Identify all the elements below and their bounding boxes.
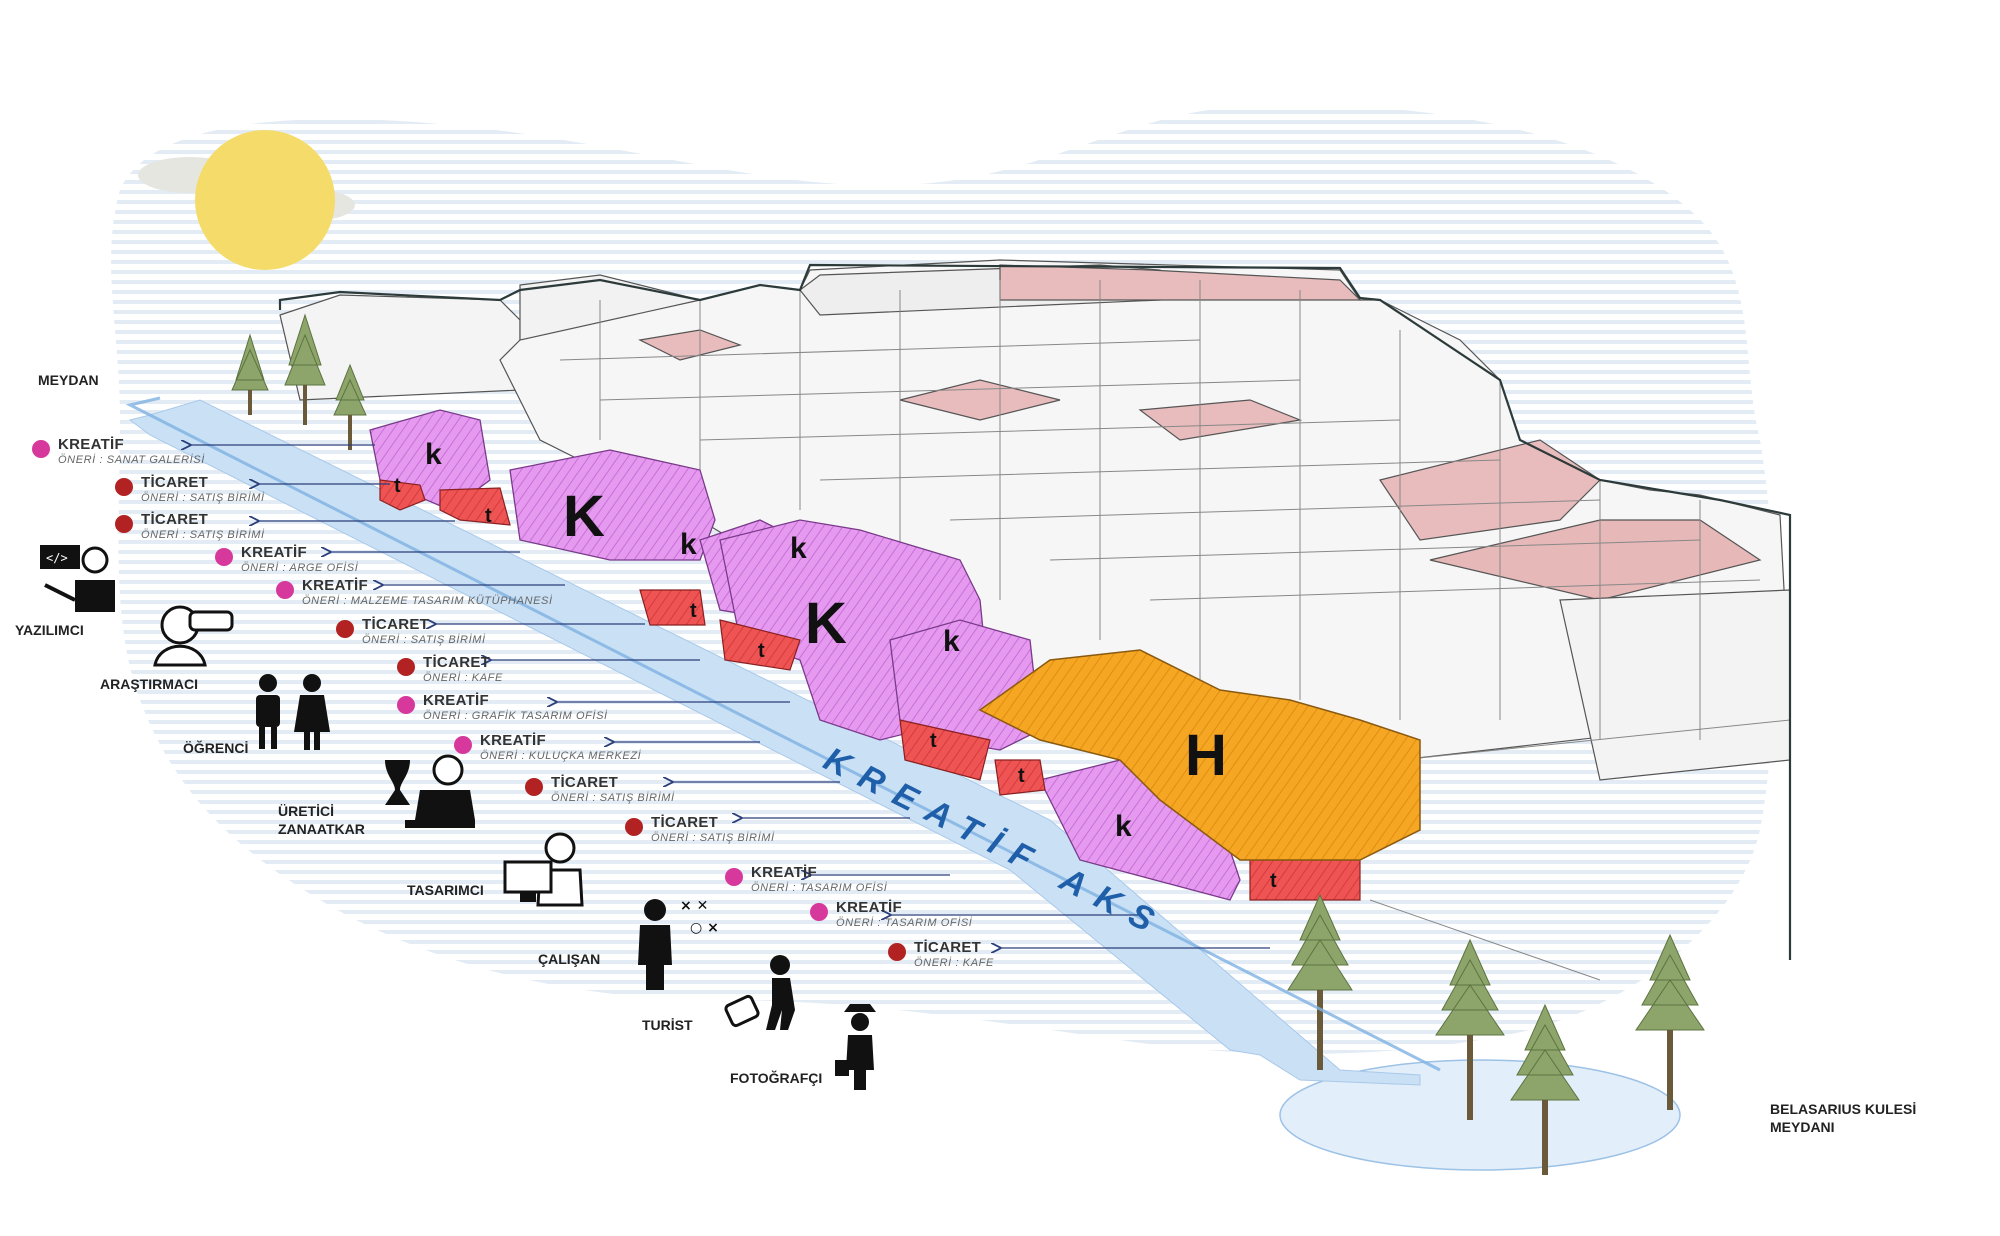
letter-t: t: [758, 640, 765, 662]
use-category: KREATİF: [423, 692, 489, 709]
persona-fotografci: FOTOĞRAFÇI: [730, 1070, 823, 1086]
use-dot-ticaret: [115, 515, 133, 533]
photographer-icon: [835, 1004, 876, 1090]
use-dot-kreatif: [276, 581, 294, 599]
use-dot-ticaret: [525, 778, 543, 796]
belasarius-line2: MEYDANI: [1770, 1119, 1835, 1135]
use-category: TİCARET: [914, 939, 982, 956]
persona-tasarimci: TASARIMCI: [407, 882, 484, 898]
use-dot-ticaret: [115, 478, 133, 496]
heritage-building: [978, 649, 1421, 861]
block-outline: [278, 263, 1792, 960]
background-buildings: [279, 259, 1791, 781]
letter-k: k: [425, 438, 442, 471]
use-category: KREATİF: [58, 436, 124, 453]
letter-k: k: [1115, 810, 1132, 843]
leader-arrows: [190, 445, 1270, 948]
svg-text:○ ×: ○ ×: [690, 920, 719, 936]
letter-K: K: [563, 484, 605, 549]
persona-ogrenci: ÖĞRENCİ: [183, 740, 249, 756]
letter-t: t: [1270, 870, 1277, 892]
letter-k: k: [790, 532, 807, 565]
letter-t: t: [930, 730, 937, 752]
designer-icon: [503, 832, 584, 907]
use-dot-kreatif: [32, 440, 50, 458]
use-category: KREATİF: [480, 732, 546, 749]
use-suggestion: ÖNERİ : TASARIM OFİSİ: [836, 917, 973, 929]
use-category: KREATİF: [836, 899, 902, 916]
use-category: KREATİF: [241, 544, 307, 561]
use-category: TİCARET: [651, 814, 719, 831]
letter-k: k: [943, 625, 960, 658]
letter-t: t: [1018, 765, 1025, 787]
svg-text:× ✕: × ✕: [680, 898, 708, 914]
use-dot-kreatif: [397, 696, 415, 714]
tailor-icon: [385, 754, 475, 828]
letter-H: H: [1185, 723, 1227, 788]
letter-t: t: [690, 600, 697, 622]
ticaret-buildings: [379, 479, 1361, 901]
persona-arastirmaci: ARAŞTIRMACI: [100, 676, 198, 692]
sun-icon: [138, 130, 355, 270]
use-suggestion: ÖNERİ : GRAFİK TASARIM OFİSİ: [423, 710, 608, 722]
square-pond: [1279, 1059, 1681, 1171]
use-category: TİCARET: [141, 511, 209, 528]
use-dot-ticaret: [336, 620, 354, 638]
tourist-icon: [724, 955, 795, 1030]
persona-uretici-line2: ZANAATKAR: [278, 821, 365, 837]
use-suggestion: ÖNERİ : SATIŞ BİRİMİ: [362, 634, 486, 646]
use-suggestion: ÖNERİ : SATIŞ BİRİMİ: [551, 792, 675, 804]
use-dot-kreatif: [810, 903, 828, 921]
coder-icon: </>: [40, 545, 115, 612]
use-suggestion: ÖNERİ : KULUÇKA MERKEZİ: [480, 750, 642, 762]
use-category: TİCARET: [551, 774, 619, 791]
letter-k: k: [680, 528, 697, 561]
persona-yazilimci: YAZILIMCI: [15, 622, 84, 638]
use-category: KREATİF: [751, 864, 817, 881]
persona-uretici-line1: ÜRETİCİ: [278, 803, 334, 819]
use-suggestion: ÖNERİ : SANAT GALERİSİ: [58, 454, 205, 466]
use-category: TİCARET: [141, 474, 209, 491]
use-suggestion: ÖNERİ : KAFE: [914, 957, 994, 969]
belasarius-label: BELASARIUS KULESİ MEYDANI: [1770, 1100, 1916, 1136]
use-suggestion: ÖNERİ : SATIŞ BİRİMİ: [141, 492, 265, 504]
use-dot-kreatif: [454, 736, 472, 754]
axis-arrow: [125, 396, 1441, 1072]
use-suggestion: ÖNERİ : TASARIM OFİSİ: [751, 882, 888, 894]
persona-uretici: ÜRETİCİ ZANAATKAR: [278, 802, 365, 838]
persona-calisan: ÇALIŞAN: [538, 951, 601, 967]
use-category: TİCARET: [362, 616, 430, 633]
use-dot-ticaret: [397, 658, 415, 676]
use-category: KREATİF: [302, 577, 368, 594]
use-suggestion: ÖNERİ : MALZEME TASARIM KÜTÜPHANESİ: [302, 595, 553, 607]
kreatif-buildings: [369, 409, 1241, 901]
letter-t: t: [485, 505, 492, 527]
svg-text:</>: </>: [46, 551, 68, 565]
use-dot-kreatif: [725, 868, 743, 886]
letter-K: K: [805, 591, 847, 656]
use-suggestion: ÖNERİ : KAFE: [423, 672, 503, 684]
use-category: TİCARET: [423, 654, 491, 671]
use-suggestion: ÖNERİ : SATIŞ BİRİMİ: [141, 529, 265, 541]
use-suggestion: ÖNERİ : SATIŞ BİRİMİ: [651, 832, 775, 844]
use-dot-ticaret: [888, 943, 906, 961]
creative-axis-street: [128, 399, 1421, 1086]
letter-t: t: [394, 475, 401, 497]
persona-turist: TURİST: [642, 1017, 693, 1033]
binoculars-icon: [153, 605, 234, 667]
belasarius-line1: BELASARIUS KULESİ: [1770, 1101, 1917, 1117]
use-dot-kreatif: [215, 548, 233, 566]
use-dot-ticaret: [625, 818, 643, 836]
meydan-label: MEYDAN: [38, 372, 99, 388]
tree-icon: [231, 313, 1705, 1175]
use-suggestion: ÖNERİ : ARGE OFİSİ: [241, 562, 359, 574]
students-icon: [256, 674, 330, 750]
worker-icon: × ✕ ○ ×: [638, 898, 719, 990]
